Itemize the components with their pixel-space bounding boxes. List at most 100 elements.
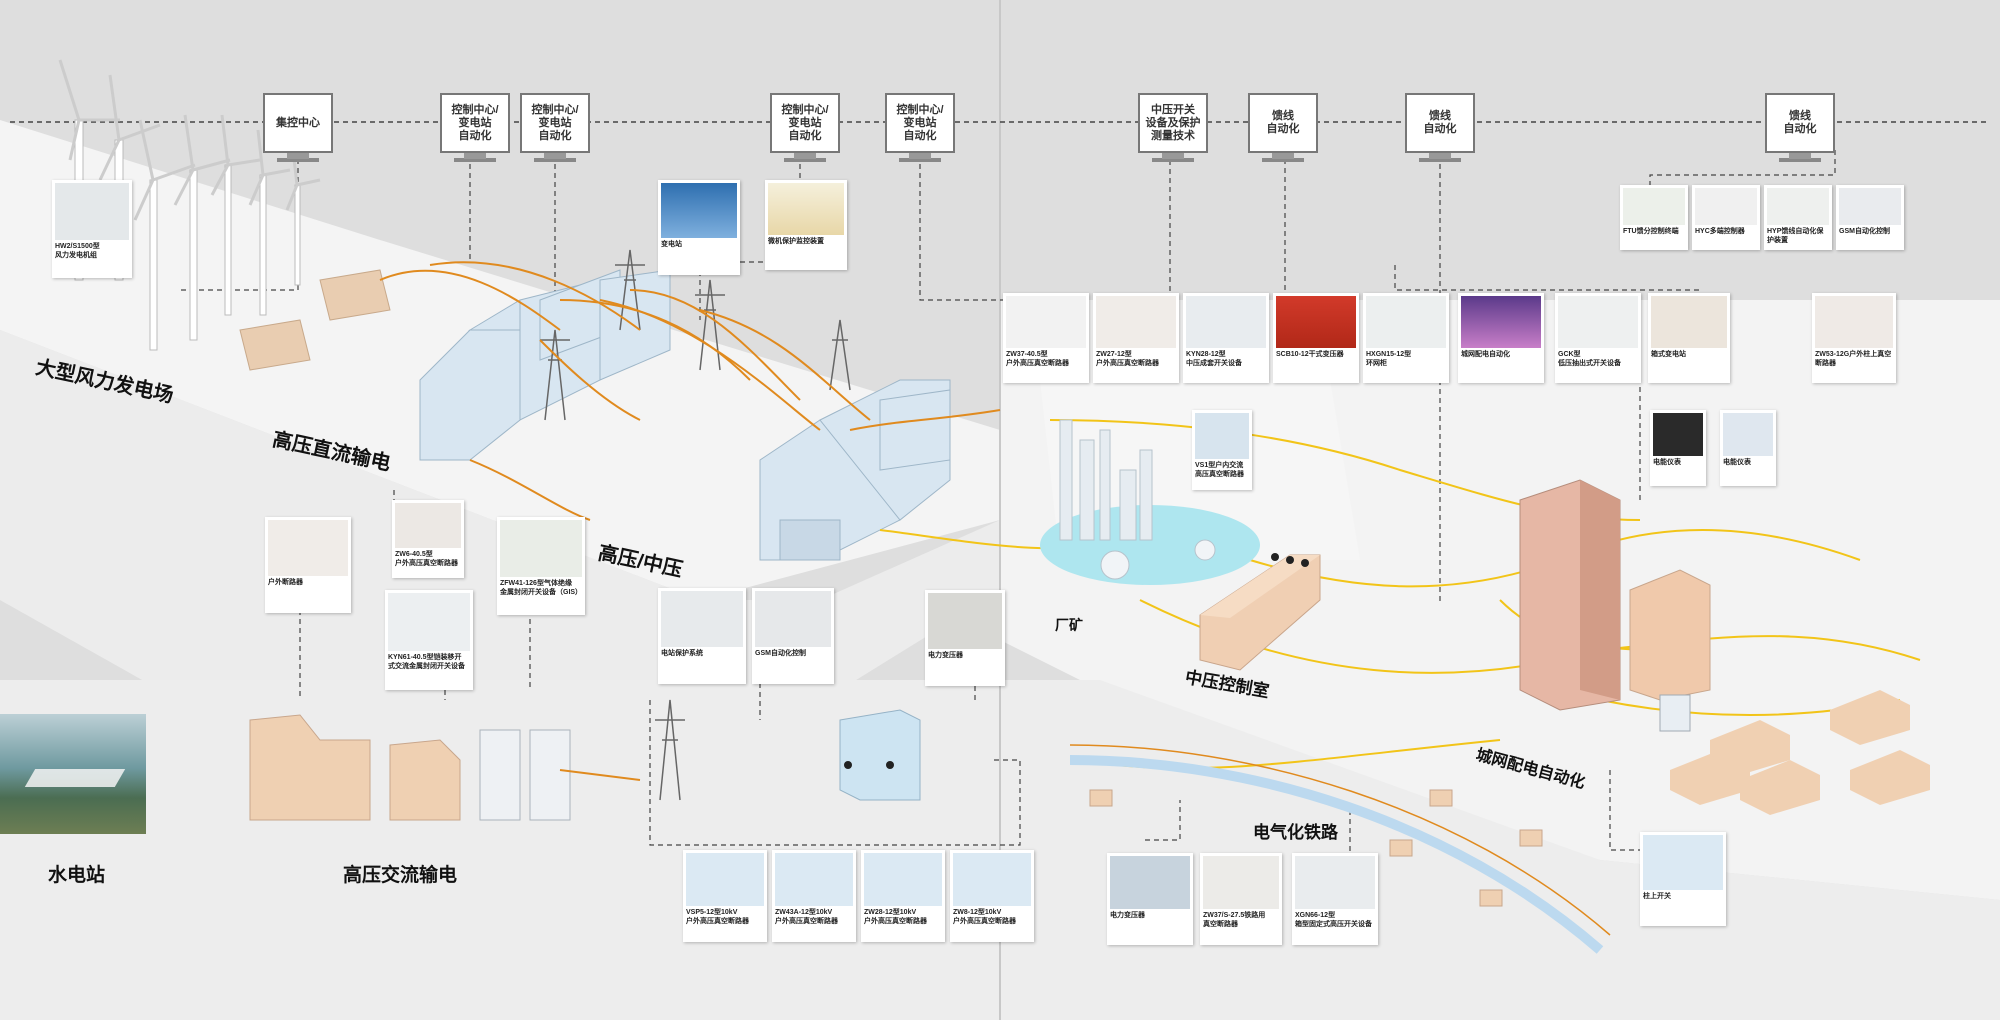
card-caption: HYC多端控制器 [1695, 227, 1745, 235]
card-relay: 微机保护监控装置 [765, 180, 847, 270]
zw43a-thumbnail [775, 853, 853, 907]
card-station-protect: 电站保护系统 [658, 588, 746, 684]
mv-control-room [1199, 553, 1321, 671]
vs1-thumbnail [1195, 413, 1249, 459]
station-protect-thumbnail [661, 591, 743, 647]
monitor-label: 馈线 自动化 [1266, 110, 1300, 135]
turbine-thumbnail [55, 183, 129, 241]
hyp-thumbnail [1767, 188, 1829, 225]
card-caption: ZW37-40.5型 户外高压真空断路器 [1006, 351, 1069, 368]
xgn66-thumbnail [1295, 856, 1375, 910]
card-caption: ZW53-12G户外柱上真空 断路器 [1815, 351, 1892, 368]
card-vs1: VS1型户内交流 高压真空断路器 [1192, 410, 1252, 490]
railway-track [1069, 744, 1611, 936]
monitor-feeder-auto-1: 馈线 自动化 [1248, 93, 1318, 162]
card-substation: 变电站 [658, 180, 740, 275]
card-caption: ZW37/S-27.5铁路用 真空断路器 [1203, 912, 1266, 929]
card-zw37s: ZW37/S-27.5铁路用 真空断路器 [1200, 853, 1282, 945]
card-turbine: HW2/S1500型 风力发电机组 [52, 180, 132, 278]
card-caption: 电能仪表 [1723, 459, 1751, 467]
card-rail-transformer: 电力变压器 [1107, 853, 1193, 945]
monitor-feeder-auto-3: 馈线 自动化 [1765, 93, 1835, 162]
monitor-control-center-3: 控制中心/ 变电站 自动化 [770, 93, 840, 162]
zw27-thumbnail [1096, 296, 1176, 349]
hxgn15-thumbnail [1366, 296, 1446, 349]
monitor-label: 馈线 自动化 [1423, 110, 1457, 135]
monitor-mv-switchgear: 中压开关 设备及保护 测量技术 [1138, 93, 1208, 162]
card-caption: ZW6-40.5型 户外高压真空断路器 [395, 550, 458, 567]
zfw41-thumbnail [500, 520, 582, 578]
card-caption: 城网配电自动化 [1461, 351, 1510, 359]
card-gck: GCK型 低压抽出式开关设备 [1555, 293, 1641, 383]
card-caption: 微机保护监控装置 [768, 238, 824, 246]
city-grid-thumbnail [1461, 296, 1541, 349]
card-caption: ZW28-12型10kV 户外高压真空断路器 [864, 909, 927, 926]
outdoor-breaker-thumbnail [268, 520, 348, 576]
card-xgn66: XGN66-12型 箱型固定式高压开关设备 [1292, 853, 1378, 945]
ftu-thumbnail [1623, 188, 1685, 225]
card-caption: SCB10-12干式变压器 [1276, 351, 1344, 359]
card-vsp5: VSP5-12型10kV 户外高压真空断路器 [683, 850, 767, 942]
monitor-label: 馈线 自动化 [1783, 110, 1817, 135]
card-gsm-mid: GSM自动化控制 [752, 588, 834, 684]
zw37s-thumbnail [1203, 856, 1279, 910]
card-kyn61: KYN61-40.5型铠装移开 式交流金属封闭开关设备 [385, 590, 473, 690]
scb10-thumbnail [1276, 296, 1356, 349]
card-caption: HXGN15-12型 环网柜 [1366, 351, 1412, 368]
card-caption: HW2/S1500型 风力发电机组 [55, 243, 100, 260]
card-caption: VS1型户内交流 高压真空断路器 [1195, 461, 1244, 478]
card-outdoor-breaker: 户外断路器 [265, 517, 351, 613]
region-railway: 电气化铁路 [1253, 823, 1338, 842]
gsm-mid-thumbnail [755, 591, 831, 647]
box-substation-thumbnail [1651, 296, 1727, 349]
power-transformer-thumbnail [928, 593, 1002, 649]
card-caption: HYP馈线自动化保护装置 [1767, 227, 1824, 244]
card-box-substation: 箱式变电站 [1648, 293, 1730, 383]
zw53-thumbnail [1815, 296, 1893, 349]
monitor-label: 控制中心/ 变电站 自动化 [451, 103, 499, 142]
gsm-thumbnail [1839, 188, 1901, 225]
hydro-station-photo [0, 714, 146, 834]
card-ftu: FTU馈分控制终端 [1620, 185, 1688, 250]
meter-thumbnail [1723, 413, 1773, 457]
card-caption: VSP5-12型10kV 户外高压真空断路器 [686, 909, 749, 926]
zw8-thumbnail [953, 853, 1031, 907]
railway-bridge [1069, 755, 1604, 954]
card-load-switch: 柱上开关 [1640, 832, 1726, 926]
region-hydro: 水电站 [48, 865, 106, 886]
card-caption: ZFW41-126型气体绝缘 金属封闭开关设备（GIS） [500, 580, 583, 597]
card-hyp: HYP馈线自动化保护装置 [1764, 185, 1832, 250]
card-meter-1: 电能仪表 [1650, 410, 1706, 486]
monitor-central-control: 集控中心 [263, 93, 333, 162]
monitor-label: 控制中心/ 变电站 自动化 [781, 103, 829, 142]
zw37-thumbnail [1006, 296, 1086, 349]
card-zfw41: ZFW41-126型气体绝缘 金属封闭开关设备（GIS） [497, 517, 585, 615]
card-caption: 箱式变电站 [1651, 351, 1686, 359]
monitor-label: 控制中心/ 变电站 自动化 [531, 103, 579, 142]
card-city-grid: 城网配电自动化 [1458, 293, 1544, 383]
monitor-label: 控制中心/ 变电站 自动化 [896, 103, 944, 142]
card-scb10: SCB10-12干式变压器 [1273, 293, 1359, 383]
substation-thumbnail [661, 183, 737, 239]
lower-substation [839, 709, 921, 801]
card-caption: 变电站 [661, 241, 682, 249]
card-caption: GSM自动化控制 [1839, 227, 1890, 235]
monitor-control-center-2: 控制中心/ 变电站 自动化 [520, 93, 590, 162]
card-caption: 电站保护系统 [661, 649, 703, 657]
city-buildings [1519, 479, 1930, 815]
relay-thumbnail [768, 183, 844, 236]
card-zw53: ZW53-12G户外柱上真空 断路器 [1812, 293, 1896, 383]
region-hvac: 高压交流输电 [343, 865, 458, 886]
card-caption: ZW27-12型 户外高压真空断路器 [1096, 351, 1159, 368]
card-hyc: HYC多端控制器 [1692, 185, 1760, 250]
factory-plant [1040, 419, 1260, 585]
card-zw8: ZW8-12型10kV 户外高压真空断路器 [950, 850, 1034, 942]
card-caption: 电力变压器 [1110, 912, 1145, 920]
monitor-control-center-1: 控制中心/ 变电站 自动化 [440, 93, 510, 162]
card-caption: 电力变压器 [928, 651, 963, 659]
monitor-control-center-4: 控制中心/ 变电站 自动化 [885, 93, 955, 162]
card-zw37: ZW37-40.5型 户外高压真空断路器 [1003, 293, 1089, 383]
transformers-left [239, 269, 391, 371]
card-caption: GSM自动化控制 [755, 649, 806, 657]
hvac-buildings [249, 714, 641, 821]
